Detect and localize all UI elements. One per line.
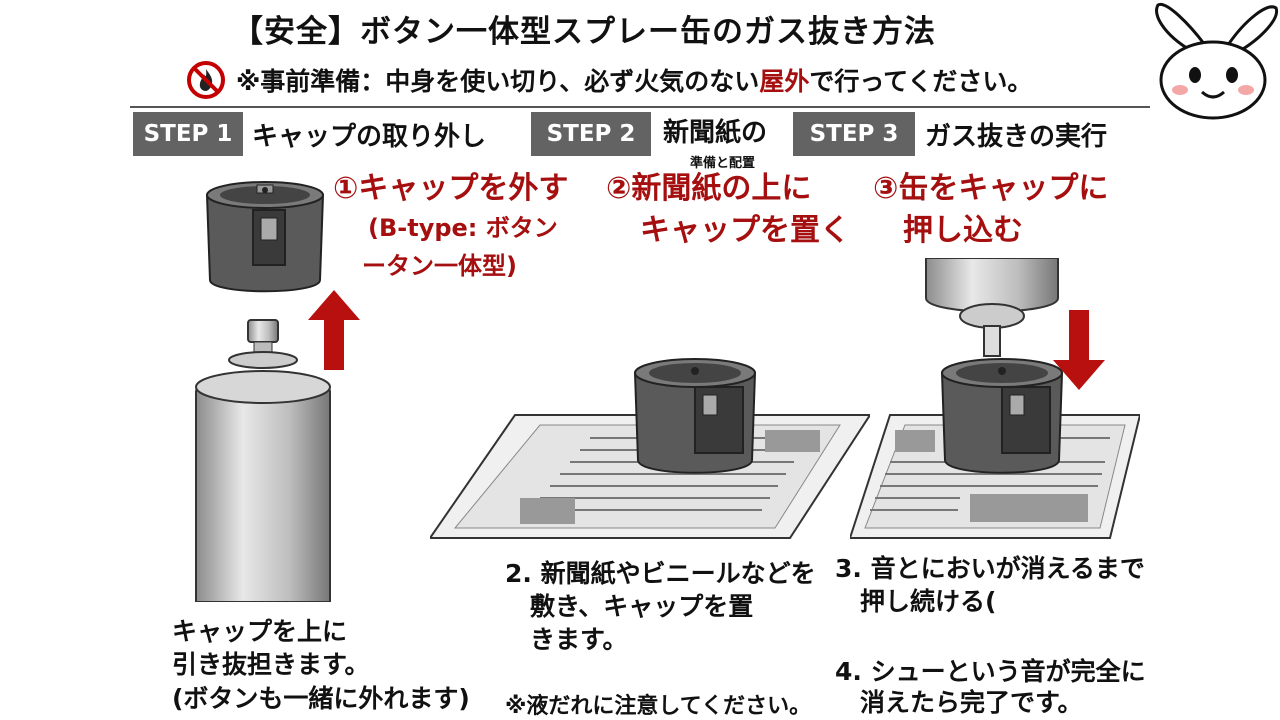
step3-heading-line1: ③缶をキャップに [873, 171, 1109, 206]
step3-body-line2: 押し続ける( [835, 587, 997, 616]
step2-note: ※液だれに注意してください。 [505, 694, 812, 719]
down-arrow-icon [1053, 310, 1105, 390]
no-fire-icon [186, 60, 226, 100]
can-pressing-illustration [925, 258, 1059, 357]
step2-body-line3: きます。 [505, 625, 628, 654]
step2-label: STEP 2 [531, 112, 651, 156]
prep-highlight: 屋外 [759, 67, 810, 96]
step2-heading-line1: ②新聞紙の上に [606, 171, 812, 206]
spray-cap-illustration [205, 181, 325, 293]
step1-body-line3: (ボタンも一緒に外れます) [172, 684, 470, 713]
step1-body-line2: 引き抜担きます。 [172, 650, 370, 679]
step1-heading: ①キャップを外す [333, 171, 569, 206]
step3-title: ガス抜きの実行 [925, 121, 1108, 152]
step1-title: キャップの取り外し [252, 121, 487, 152]
step4-body-line1: 4. シューという音が完全に [835, 657, 1146, 686]
step3-label: STEP 3 [793, 112, 915, 156]
prep-tail: で行ってください。 [809, 67, 1033, 96]
header-divider [130, 106, 1150, 108]
rabbit-mascot-icon [1155, 2, 1279, 120]
step3-body-line1: 3. 音とにおいが消えるまで [835, 554, 1145, 583]
step1-body-line1: キャップを上に [172, 617, 348, 646]
step3-heading-line2: 押し込む [903, 213, 1023, 248]
spray-can-illustration [195, 319, 331, 602]
prep-notice: ※事前準備：中身を使い切り、必ず火気のない屋外で行ってください。 [186, 58, 1032, 102]
spray-cap-on-paper [633, 358, 757, 474]
step1-label: STEP 1 [133, 112, 243, 156]
up-arrow-icon [308, 290, 360, 370]
step2-heading-line2: キャップを置く [640, 213, 850, 248]
step2-body-line1: 2. 新聞紙やビニールなどを [505, 559, 816, 588]
step1-sub-line2: ータン一体型) [362, 252, 517, 280]
step2-title: 新聞紙の [663, 117, 768, 148]
step4-body-line2: 消えたら完了です。 [835, 688, 1083, 717]
step2-body-line2: 敷き、キャップを置 [505, 592, 754, 621]
step1-sub-line1: (B-type: ボタン [368, 214, 558, 242]
page-title: 【安全】ボタン一体型スプレー缶のガス抜き方法 [232, 14, 936, 50]
step2-subnote: 準備と配置 [690, 156, 756, 171]
prep-lead: ※事前準備：中身を使い切り、必ず火気のない [236, 67, 760, 96]
spray-cap-step3 [940, 358, 1064, 474]
